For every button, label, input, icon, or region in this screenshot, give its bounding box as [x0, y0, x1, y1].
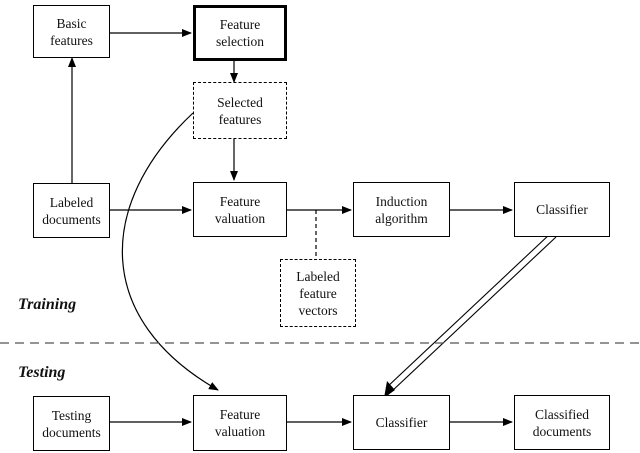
- induction-algorithm-node: Induction algorithm: [353, 182, 450, 237]
- testing-label: Testing: [18, 364, 66, 381]
- classified-documents-node: Classified documents: [514, 395, 610, 450]
- labeled-documents-node: Labeled documents: [33, 183, 110, 238]
- labeled-feature-vectors-node: Labeled feature vectors: [280, 259, 356, 327]
- testing-documents-node: Testing documents: [33, 396, 110, 451]
- basic-features-node: Basic features: [33, 5, 110, 58]
- classifier-test-node: Classifier: [353, 395, 450, 450]
- training-label: Training: [18, 296, 77, 313]
- selected-features-node: Selected features: [193, 82, 287, 139]
- feature-valuation-test-node: Feature valuation: [193, 395, 287, 451]
- classifier-train-node: Classifier: [514, 182, 610, 237]
- feature-selection-node: Feature selection: [193, 5, 287, 61]
- edge-selected-to-valuation-test: [121, 112, 219, 391]
- edge-classifier-train-to-test-a: [390, 236, 557, 393]
- edge-classifier-train-to-test-head: [384, 381, 395, 398]
- edge-classifier-train-to-test-b: [385, 232, 552, 389]
- feature-valuation-train-node: Feature valuation: [193, 182, 287, 237]
